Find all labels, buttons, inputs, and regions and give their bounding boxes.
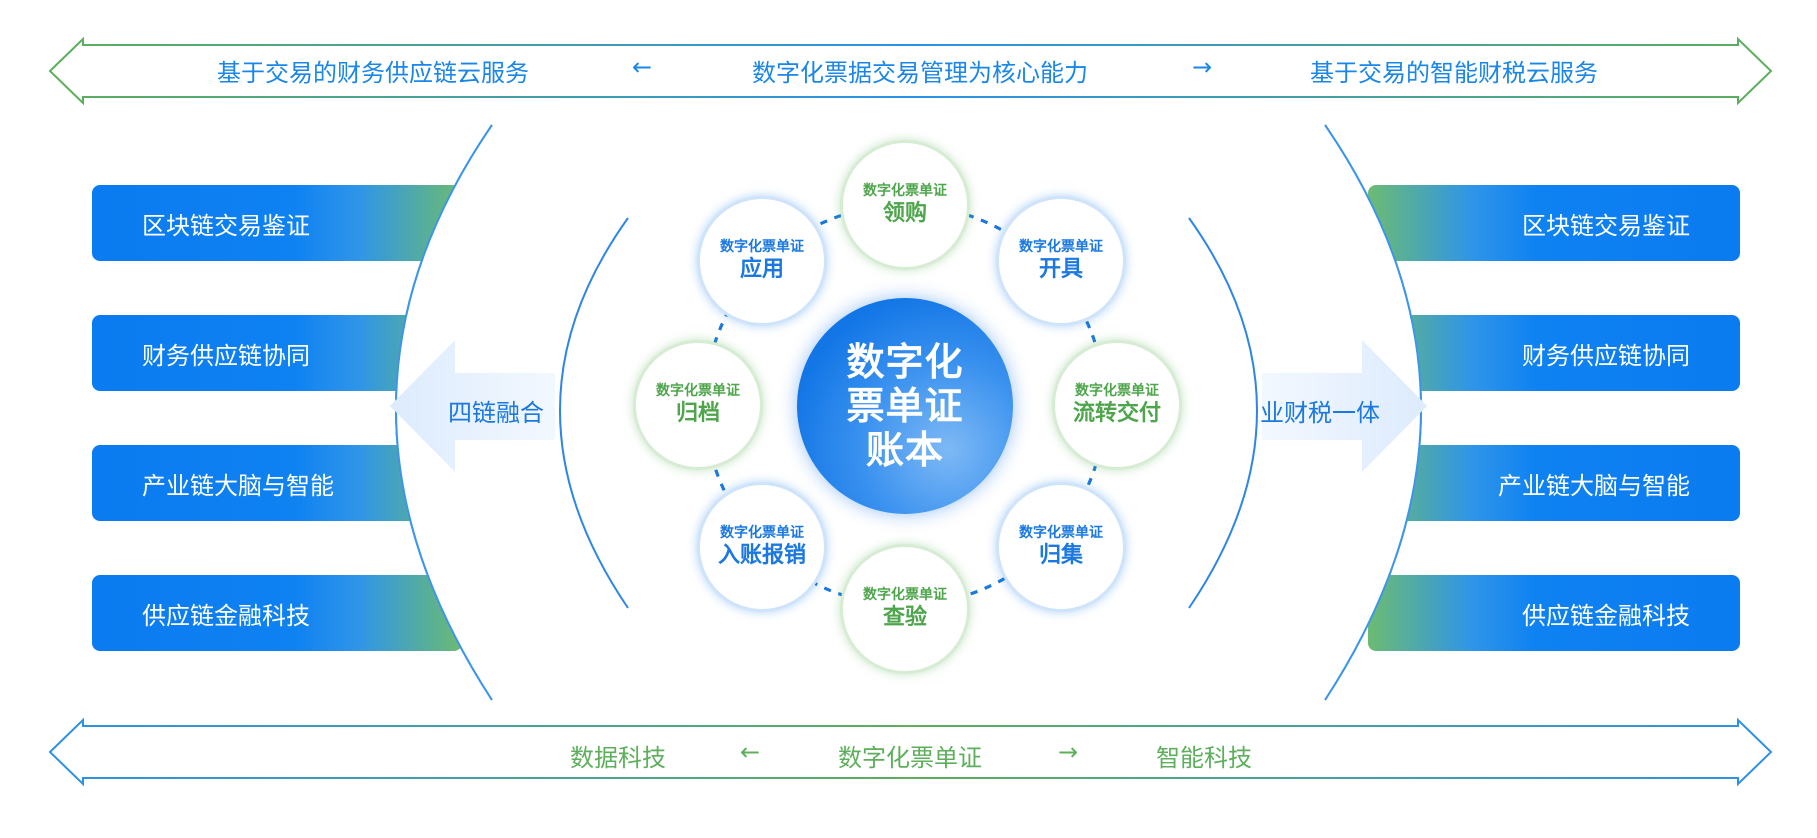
right-bar-label: 供应链金融科技 [1522,601,1690,630]
right-bar-label: 区块链交易鉴证 [1522,211,1690,240]
node-sub: 数字化票单证 [1019,525,1103,541]
node-reimburse: 数字化票单证 入账报销 [697,482,827,612]
bottom-banner-right-text: 智能科技 [1156,744,1252,772]
node-main: 领购 [882,201,927,226]
node-main: 查验 [882,605,927,630]
node-sub: 数字化票单证 [1075,383,1159,399]
bottom-banner-center-text: 数字化票单证 [838,744,982,772]
node-verify: 数字化票单证 查验 [840,544,970,674]
bottom-banner-right-arrow: → [1058,738,1079,766]
left-bar-blockchain: 区块链交易鉴证 [92,185,462,261]
bottom-banner-left-text: 数据科技 [570,744,666,772]
left-bar-label: 产业链大脑与智能 [142,471,334,500]
inner-right-arc [1188,217,1258,609]
node-collect: 数字化票单证 归集 [996,482,1126,612]
top-banner-right-text: 基于交易的智能财税云服务 [1310,59,1598,87]
core-line-1: 数字化 [846,340,964,384]
right-bar-label: 财务供应链协同 [1522,341,1690,370]
top-banner-left-arrow: ← [632,53,653,81]
node-main: 应用 [739,257,784,282]
node-main: 归集 [1038,543,1083,568]
right-bar-supply-chain: 财务供应链协同 [1368,315,1740,391]
left-bar-label: 供应链金融科技 [142,601,310,630]
bottom-banner-left-arrow: ← [740,738,761,766]
left-bar-label: 区块链交易鉴证 [142,211,310,240]
node-main: 归档 [675,401,720,426]
core-line-2: 票单证 [846,384,964,428]
node-sub: 数字化票单证 [1019,239,1103,255]
left-bar-industry-brain: 产业链大脑与智能 [92,445,462,521]
node-sub: 数字化票单证 [656,383,740,399]
right-bar-blockchain: 区块链交易鉴证 [1368,185,1740,261]
right-bar-industry-brain: 产业链大脑与智能 [1368,445,1740,521]
node-sub: 数字化票单证 [720,525,804,541]
left-bar-label: 财务供应链协同 [142,341,310,370]
top-banner-center-text: 数字化票据交易管理为核心能力 [752,59,1088,87]
left-bar-supply-chain: 财务供应链协同 [92,315,462,391]
node-issue: 数字化票单证 开具 [996,196,1126,326]
top-banner-left-text: 基于交易的财务供应链云服务 [217,59,529,87]
node-purchase: 数字化票单证 领购 [840,140,970,270]
node-main: 开具 [1038,257,1083,282]
node-sub: 数字化票单证 [863,587,947,603]
right-arrow-label: 业财税一体 [1260,399,1380,427]
inner-left-arc [559,217,629,609]
left-bar-fintech: 供应链金融科技 [92,575,462,651]
core-ledger-circle: 数字化 票单证 账本 [797,298,1013,514]
node-main: 入账报销 [717,543,806,568]
core-line-3: 账本 [865,428,944,472]
node-main: 流转交付 [1072,401,1161,426]
node-archive: 数字化票单证 归档 [633,340,763,470]
left-arrow-label: 四链融合 [448,399,544,427]
node-application: 数字化票单证 应用 [697,196,827,326]
top-banner-right-arrow: → [1192,53,1213,81]
node-sub: 数字化票单证 [863,183,947,199]
right-bar-fintech: 供应链金融科技 [1368,575,1740,651]
node-sub: 数字化票单证 [720,239,804,255]
right-bar-label: 产业链大脑与智能 [1498,471,1690,500]
node-circulation: 数字化票单证 流转交付 [1052,340,1182,470]
